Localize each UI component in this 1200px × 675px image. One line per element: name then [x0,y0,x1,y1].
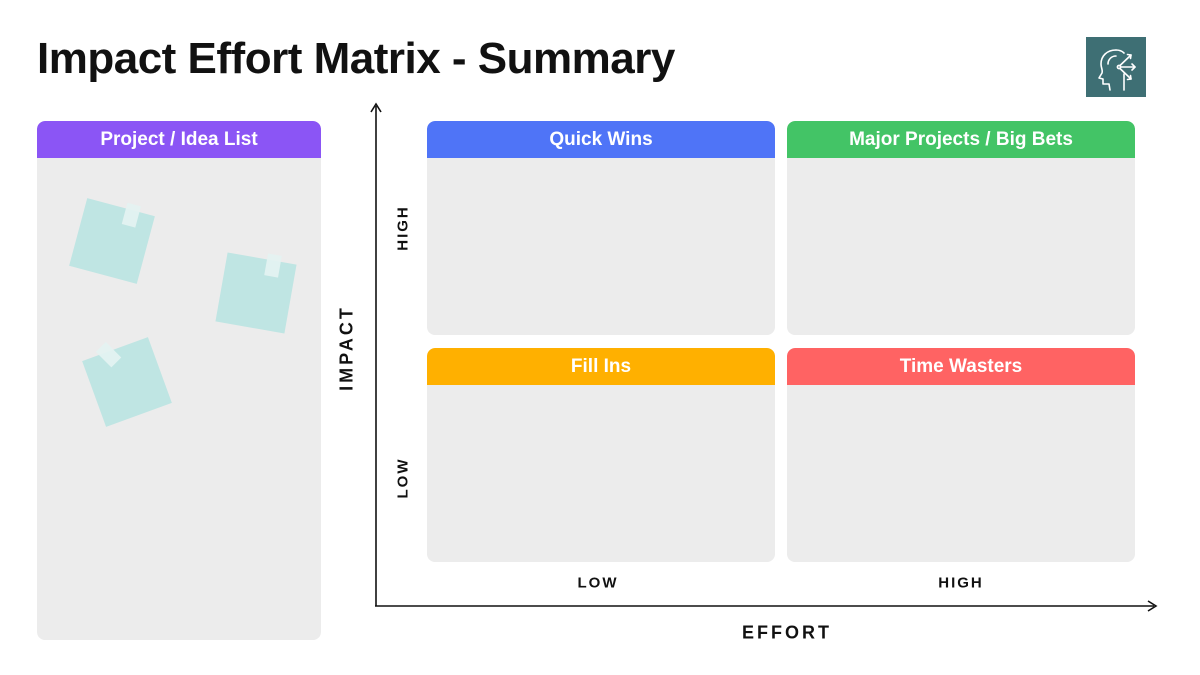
quadrant-major-projects: Major Projects / Big Bets [787,121,1135,335]
quadrant-header: Quick Wins [427,121,775,158]
page-title: Impact Effort Matrix - Summary [37,34,675,83]
y-axis-low-label: LOW [394,457,412,499]
sticky-note[interactable] [215,252,297,334]
tape [95,341,122,368]
tape [264,253,282,278]
quadrant-quick-wins: Quick Wins [427,121,775,335]
tape [121,202,141,228]
x-axis-arrow [1147,600,1158,612]
x-axis-low-label: LOW [577,574,619,592]
sticky-note[interactable] [82,337,172,427]
y-axis-arrow [370,102,382,113]
logo [1086,37,1146,97]
y-axis-high-label: HIGH [394,205,412,251]
quadrant-time-wasters: Time Wasters [787,348,1135,562]
y-axis-title: IMPACT [336,305,357,391]
quadrant-header: Time Wasters [787,348,1135,385]
quadrant-header: Major Projects / Big Bets [787,121,1135,158]
x-axis-high-label: HIGH [938,574,984,592]
idea-list-panel: Project / Idea List [37,121,321,640]
quadrant-fill-ins: Fill Ins [427,348,775,562]
quadrant-header: Fill Ins [427,348,775,385]
head-with-arrows-icon [1098,49,1136,91]
idea-list-header: Project / Idea List [37,121,321,158]
x-axis-title: EFFORT [742,622,832,643]
sticky-note[interactable] [69,198,155,284]
